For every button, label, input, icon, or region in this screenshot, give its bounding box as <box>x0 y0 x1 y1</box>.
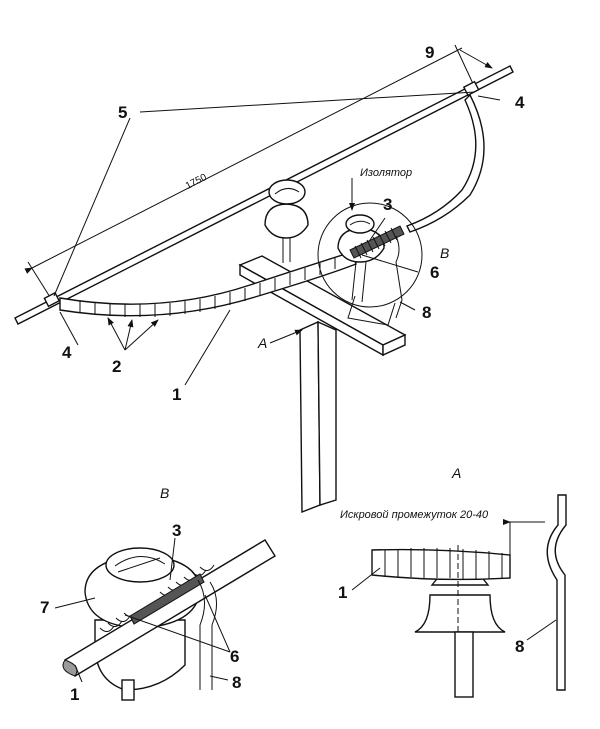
pole-side <box>317 320 337 506</box>
label-8-detail-a: 8 <box>515 637 524 656</box>
label-8-detail-b: 8 <box>232 673 241 692</box>
label-1-detail-b: 1 <box>70 685 79 704</box>
leader-2b <box>124 319 134 351</box>
label-1-detail-a: 1 <box>338 583 347 602</box>
main-view <box>14 44 514 514</box>
leader-3 <box>369 217 386 241</box>
detail-a <box>351 494 567 698</box>
label-view-a: A <box>451 465 461 481</box>
spark-gap-label: Искровой промежуток 20-40 <box>340 509 489 521</box>
label-7: 7 <box>40 598 49 617</box>
label-4-left: 4 <box>62 343 72 362</box>
dimension-ext-right <box>454 44 476 89</box>
label-5: 5 <box>118 103 127 122</box>
dimension-line-1750 <box>24 47 463 274</box>
leader-8 <box>399 301 416 311</box>
label-6-detail: 6 <box>230 647 239 666</box>
leader-a <box>269 329 303 344</box>
leader-5-left <box>53 117 131 297</box>
label-view-b: B <box>160 485 169 501</box>
label-3-main: 3 <box>383 195 392 214</box>
label-6-main: 6 <box>430 263 439 282</box>
pole-front <box>299 320 321 514</box>
leader-6 <box>361 254 419 273</box>
leader-1 <box>184 309 231 386</box>
label-3-detail: 3 <box>172 521 181 540</box>
leader-5-right <box>139 91 476 113</box>
label-1-main: 1 <box>172 385 181 404</box>
label-9: 9 <box>425 43 434 62</box>
conductor-wire <box>14 65 514 325</box>
label-8-main: 8 <box>422 303 431 322</box>
leader-4-right <box>477 95 501 101</box>
insulator-left <box>264 179 309 263</box>
detail-circle-b <box>317 202 423 308</box>
dimension-line-9 <box>459 49 493 69</box>
leader-4-left <box>59 311 79 346</box>
clamp-left <box>43 291 61 308</box>
leader-2a <box>107 317 126 351</box>
insulator-label: Изолятор <box>360 167 412 179</box>
bypass-wire <box>406 93 485 233</box>
detail-b <box>54 537 276 701</box>
label-view-b-main: B <box>440 245 449 261</box>
label-4-right: 4 <box>515 93 525 112</box>
leader-2c <box>124 319 159 351</box>
crossarm-end <box>382 333 406 357</box>
dimension-label: 1750 <box>184 172 209 192</box>
label-2: 2 <box>112 357 121 376</box>
label-view-a-main: A <box>257 335 267 351</box>
